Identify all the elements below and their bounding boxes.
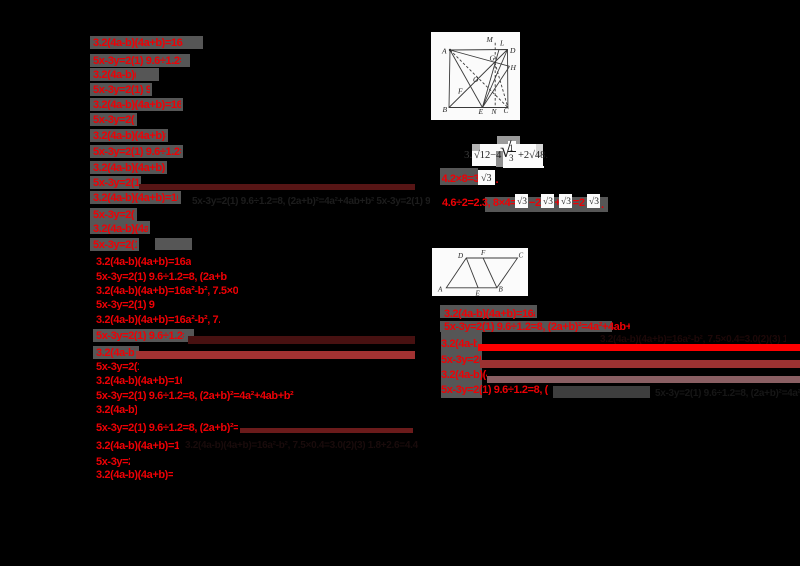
svg-text:D: D xyxy=(509,46,516,55)
svg-text:L: L xyxy=(499,39,504,48)
svg-text:B: B xyxy=(443,105,448,114)
svg-text:C: C xyxy=(504,106,510,115)
svg-text:A: A xyxy=(437,285,443,293)
svg-text:F: F xyxy=(480,249,486,257)
svg-text:F: F xyxy=(457,87,463,96)
svg-text:A: A xyxy=(441,47,447,56)
svg-text:E: E xyxy=(478,107,484,116)
svg-text:D: D xyxy=(457,252,463,260)
svg-text:N: N xyxy=(491,107,498,116)
svg-text:B: B xyxy=(499,285,504,293)
svg-text:O: O xyxy=(473,75,479,84)
svg-text:H: H xyxy=(510,63,517,72)
svg-text:M: M xyxy=(486,35,494,44)
svg-text:G: G xyxy=(490,54,496,63)
svg-text:C: C xyxy=(519,251,524,259)
svg-text:E: E xyxy=(475,289,481,296)
